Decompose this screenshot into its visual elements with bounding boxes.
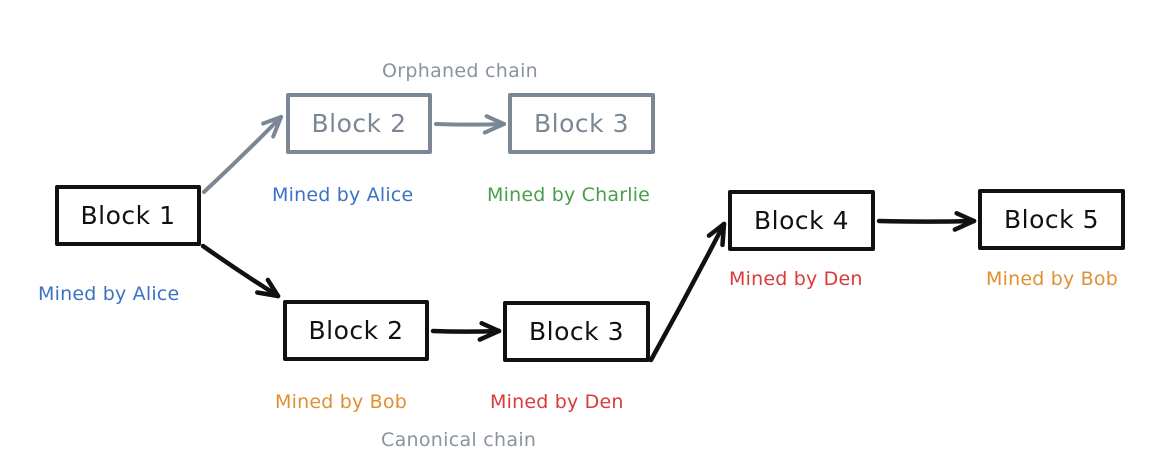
edge-block1-to-canonical-block2 xyxy=(200,243,281,299)
orphan-block-2[interactable]: Block 2 xyxy=(286,93,432,154)
block-1-label: Block 1 xyxy=(80,201,176,230)
orphan-block-3-label: Block 3 xyxy=(534,109,629,138)
caption-orphan-block-3: Mined by Charlie xyxy=(487,184,651,206)
caption-canonical-block-2: Mined by Bob xyxy=(275,391,407,413)
caption-canonical-block-3: Mined by Den xyxy=(490,391,624,413)
edge-block1-to-orphan-block2 xyxy=(202,115,283,194)
caption-block-4: Mined by Den xyxy=(729,268,863,290)
canonical-block-2-label: Block 2 xyxy=(308,316,404,345)
canonical-block-3[interactable]: Block 3 xyxy=(503,301,650,362)
orphan-block-2-label: Block 2 xyxy=(311,109,407,138)
edge-canonical-block3-to-block4 xyxy=(648,221,727,363)
caption-orphan-block-2: Mined by Alice xyxy=(272,184,414,206)
block-1[interactable]: Block 1 xyxy=(55,185,201,246)
block-4[interactable]: Block 4 xyxy=(728,190,875,251)
edge-block4-to-block5 xyxy=(876,211,977,232)
orphaned-chain-label: Orphaned chain xyxy=(382,60,538,82)
block-5[interactable]: Block 5 xyxy=(978,189,1125,250)
caption-block-5: Mined by Bob xyxy=(986,268,1118,290)
caption-block-1: Mined by Alice xyxy=(38,283,180,305)
canonical-chain-label: Canonical chain xyxy=(381,429,537,451)
canonical-block-3-label: Block 3 xyxy=(529,317,624,346)
orphan-block-3[interactable]: Block 3 xyxy=(508,93,655,154)
canonical-block-2[interactable]: Block 2 xyxy=(283,300,429,361)
edge-orphan-block2-to-block3 xyxy=(434,114,506,135)
block-4-label: Block 4 xyxy=(754,206,849,235)
edge-canonical-block2-to-block3 xyxy=(430,321,502,342)
block-5-label: Block 5 xyxy=(1004,205,1099,234)
